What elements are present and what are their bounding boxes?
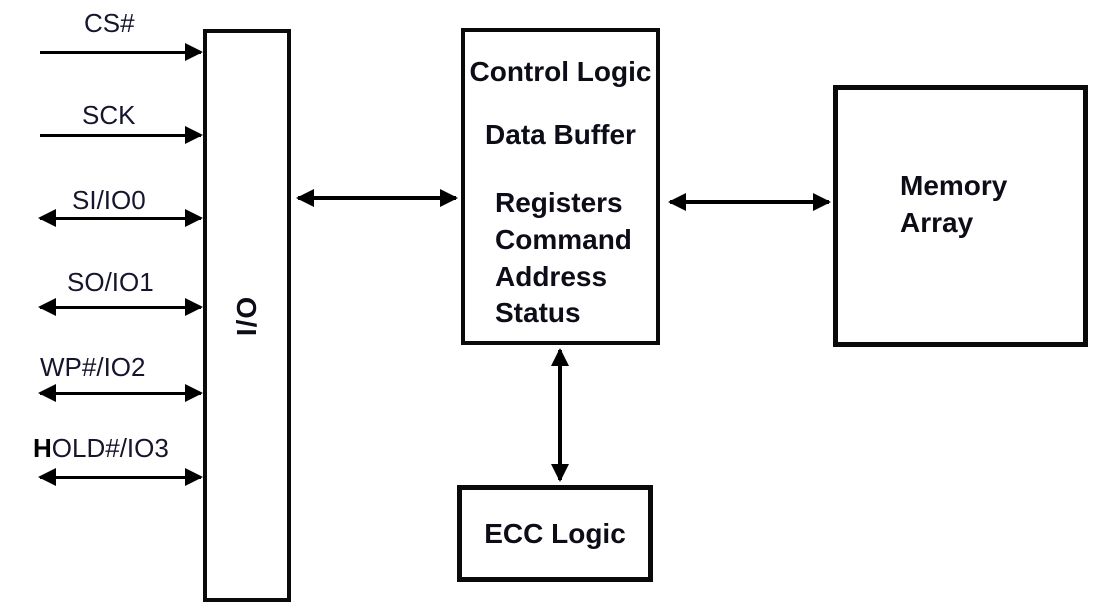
registers-label: Registers: [495, 187, 623, 218]
arrowhead-right-icon: [185, 126, 203, 144]
hold-io3-arrow: [38, 468, 203, 486]
arrowhead-left-icon: [38, 468, 56, 486]
cs-arrow: [38, 43, 203, 61]
control-to-memory-arrow: [668, 193, 831, 211]
arrowhead-up-icon: [551, 348, 569, 366]
signal-label-so-io1: SO/IO1: [67, 267, 154, 297]
ecc-logic-label: ECC Logic: [484, 517, 626, 549]
signal-label-cs: CS#: [84, 8, 135, 38]
arrow-shaft: [40, 50, 201, 54]
memory-array-block: Memory Array: [833, 85, 1088, 347]
arrow-shaft: [40, 133, 201, 137]
arrowhead-left-icon: [38, 384, 56, 402]
so-io1-arrow: [38, 298, 203, 316]
signal-label-hold-io3: HOLD#/IO3: [33, 433, 169, 463]
arrowhead-left-icon: [38, 209, 56, 227]
si-io0-arrow: [38, 209, 203, 227]
arrowhead-right-icon: [185, 298, 203, 316]
status-label: Status: [495, 297, 581, 328]
arrowhead-left-icon: [296, 189, 314, 207]
address-label: Address: [495, 261, 608, 292]
arrowhead-right-icon: [813, 193, 831, 211]
arrow-shaft: [40, 216, 201, 220]
memory-array-label: Memory Array: [900, 170, 1008, 238]
arrowhead-left-icon: [38, 298, 56, 316]
control-logic-title: Control Logic: [469, 56, 652, 87]
signal-label-si-io0: SI/IO0: [72, 185, 146, 215]
arrowhead-right-icon: [185, 468, 203, 486]
data-buffer-label: Data Buffer: [485, 119, 636, 150]
arrowhead-right-icon: [185, 43, 203, 61]
signal-label-sck: SCK: [82, 100, 136, 130]
command-label: Command: [495, 224, 632, 255]
arrowhead-right-icon: [185, 384, 203, 402]
arrowhead-left-icon: [668, 193, 686, 211]
wp-io2-arrow: [38, 384, 203, 402]
io-block-label: I/O: [231, 295, 262, 336]
arrow-shaft: [40, 475, 201, 479]
sck-arrow: [38, 126, 203, 144]
io-to-control-arrow: [296, 189, 458, 207]
arrow-shaft: [298, 196, 456, 200]
signal-label-wp-io2: WP#/IO2: [40, 352, 146, 382]
ecc-logic-block: ECC Logic: [457, 485, 653, 582]
control-to-ecc-arrow: [551, 348, 569, 482]
arrow-shaft: [40, 391, 201, 395]
arrow-shaft: [558, 350, 562, 480]
arrowhead-down-icon: [551, 464, 569, 482]
io-block: I/O: [203, 29, 291, 602]
control-logic-block: Control Logic Data Buffer Registers Comm…: [461, 28, 660, 345]
arrow-shaft: [40, 305, 201, 309]
arrow-shaft: [670, 200, 829, 204]
arrowhead-right-icon: [440, 189, 458, 207]
arrowhead-right-icon: [185, 209, 203, 227]
